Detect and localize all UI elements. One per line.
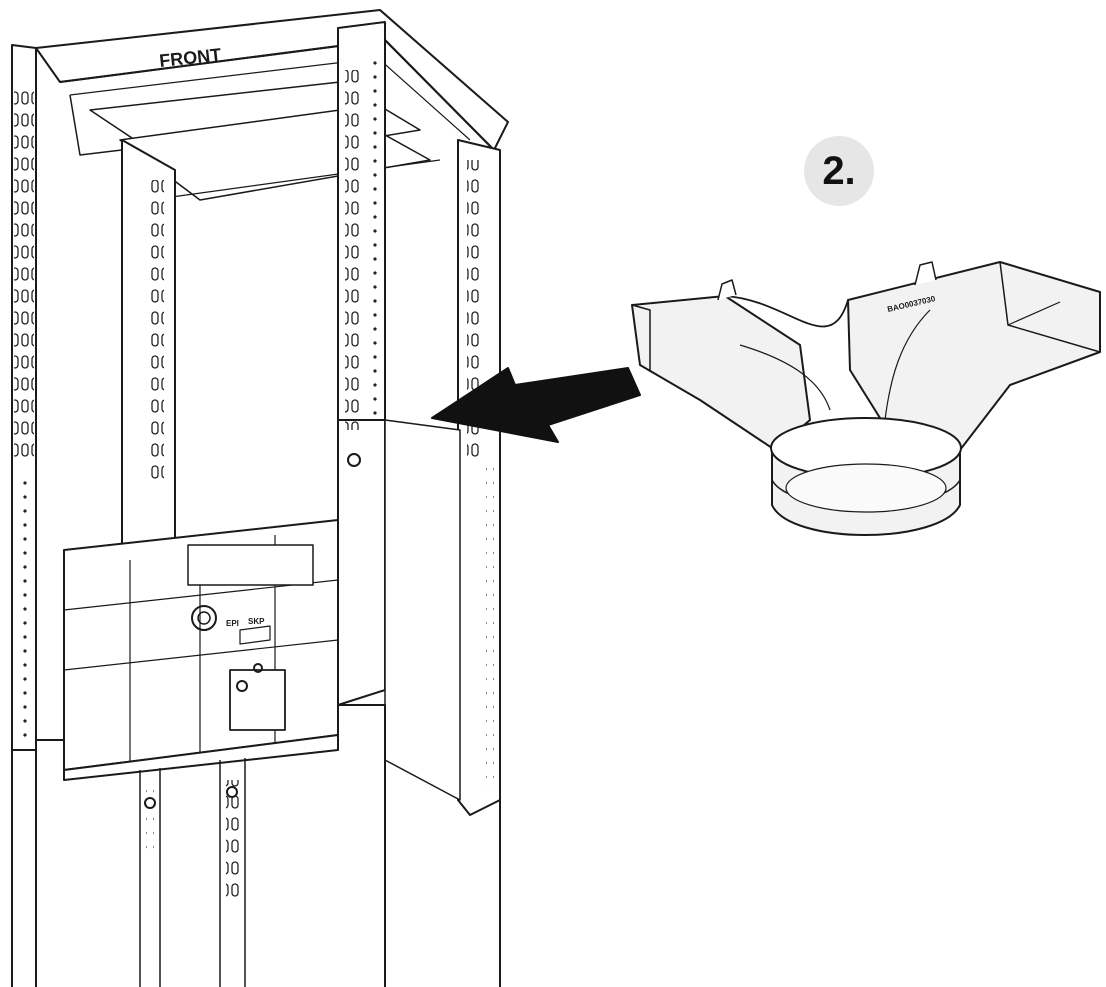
- panel-mark-1: EPI: [226, 619, 239, 628]
- panel-dial: [191, 605, 217, 631]
- control-panel: [63, 519, 339, 781]
- duct-right-branch: [847, 261, 1101, 451]
- panel-access-door: [229, 669, 286, 731]
- duct-left-branch: [631, 295, 811, 451]
- step-number: 2.: [822, 148, 856, 193]
- lower-left-panel: [11, 740, 37, 987]
- mounting-frame: [11, 9, 509, 987]
- duct-adapter: [631, 261, 1101, 536]
- duct-mount-tab-left: [717, 279, 737, 301]
- side-panel: [384, 419, 461, 801]
- lower-section: [36, 704, 501, 987]
- step-badge: 2.: [804, 136, 874, 206]
- duct-mount-tab-right: [914, 261, 937, 286]
- panel-mark-2: SKP: [248, 617, 265, 626]
- inner-post-left: [121, 139, 176, 561]
- insertion-arrow: [431, 367, 641, 443]
